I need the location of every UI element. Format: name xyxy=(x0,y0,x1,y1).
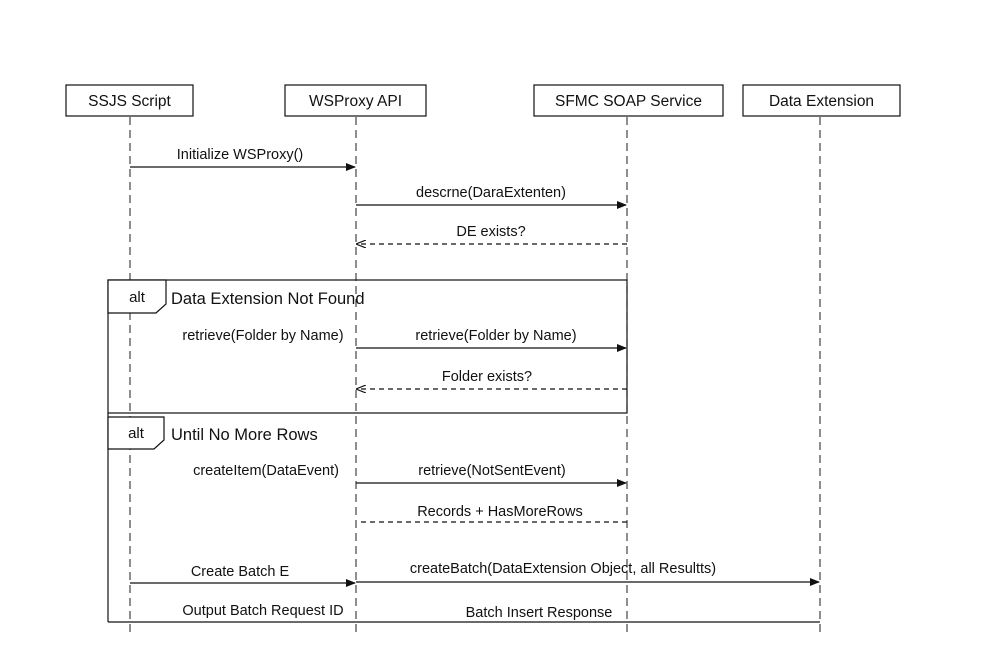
message-batch-insert-response: Batch Insert Response xyxy=(108,605,820,623)
message-records-has-more-rows: Records + HasMoreRows xyxy=(357,504,627,523)
fragment-alt-data-extension-not-found: alt Data Extension Not Found xyxy=(107,279,628,414)
participant-wsproxy-api-label: WSProxy API xyxy=(309,93,402,110)
message-retrieve-not-sent-event: retrieve(NotSentEvent) xyxy=(356,463,627,487)
message-label: Initialize WSProxy() xyxy=(177,147,304,163)
message-label: Batch Insert Response xyxy=(466,605,613,621)
message-label: retrieve(NotSentEvent) xyxy=(418,463,565,479)
note-retrieve-folder-by-name: retrieve(Folder by Name) xyxy=(182,328,343,344)
fragment-guard: Data Extension Not Found xyxy=(171,290,365,308)
message-create-batch: createBatch(DataExtension Object, all Re… xyxy=(356,561,820,586)
message-describe-data-extension: descrne(DaraExtenten) xyxy=(356,185,627,209)
message-de-exists: DE exists? xyxy=(357,224,627,244)
note-create-item-data-event: createItem(DataEvent) xyxy=(193,463,339,479)
participant-data-extension: Data Extension xyxy=(742,84,901,117)
participant-wsproxy-api: WSProxy API xyxy=(284,84,427,117)
participant-data-extension-label: Data Extension xyxy=(769,93,874,110)
fragment-operator: alt xyxy=(128,425,145,442)
message-retrieve-folder-by-name: retrieve(Folder by Name) xyxy=(356,328,627,352)
fragment-operator: alt xyxy=(129,289,146,306)
fragment-alt-tab xyxy=(107,416,165,450)
message-label: Folder exists? xyxy=(442,369,532,385)
message-label: Records + HasMoreRows xyxy=(417,504,583,520)
fragment-alt-until-no-more-rows: alt Until No More Rows xyxy=(107,413,318,622)
message-label: retrieve(Folder by Name) xyxy=(415,328,576,344)
message-label: descrne(DaraExtenten) xyxy=(416,185,566,201)
participant-sfmc-soap-service-label: SFMC SOAP Service xyxy=(555,93,702,110)
message-folder-exists: Folder exists? xyxy=(357,369,627,389)
message-label: DE exists? xyxy=(456,224,525,240)
participant-ssjs-script-label: SSJS Script xyxy=(88,93,171,110)
note-output-batch-request-id: Output Batch Request ID xyxy=(182,603,343,619)
participant-ssjs-script: SSJS Script xyxy=(65,84,194,117)
message-initialize-wsproxy: Initialize WSProxy() xyxy=(130,147,356,171)
message-create-batch-e: Create Batch E xyxy=(130,564,356,587)
message-label: createBatch(DataExtension Object, all Re… xyxy=(410,561,716,577)
fragment-guard: Until No More Rows xyxy=(171,426,318,444)
message-label: Create Batch E xyxy=(191,564,290,580)
participant-sfmc-soap-service: SFMC SOAP Service xyxy=(533,84,724,117)
fragment-alt-tab xyxy=(107,279,167,314)
